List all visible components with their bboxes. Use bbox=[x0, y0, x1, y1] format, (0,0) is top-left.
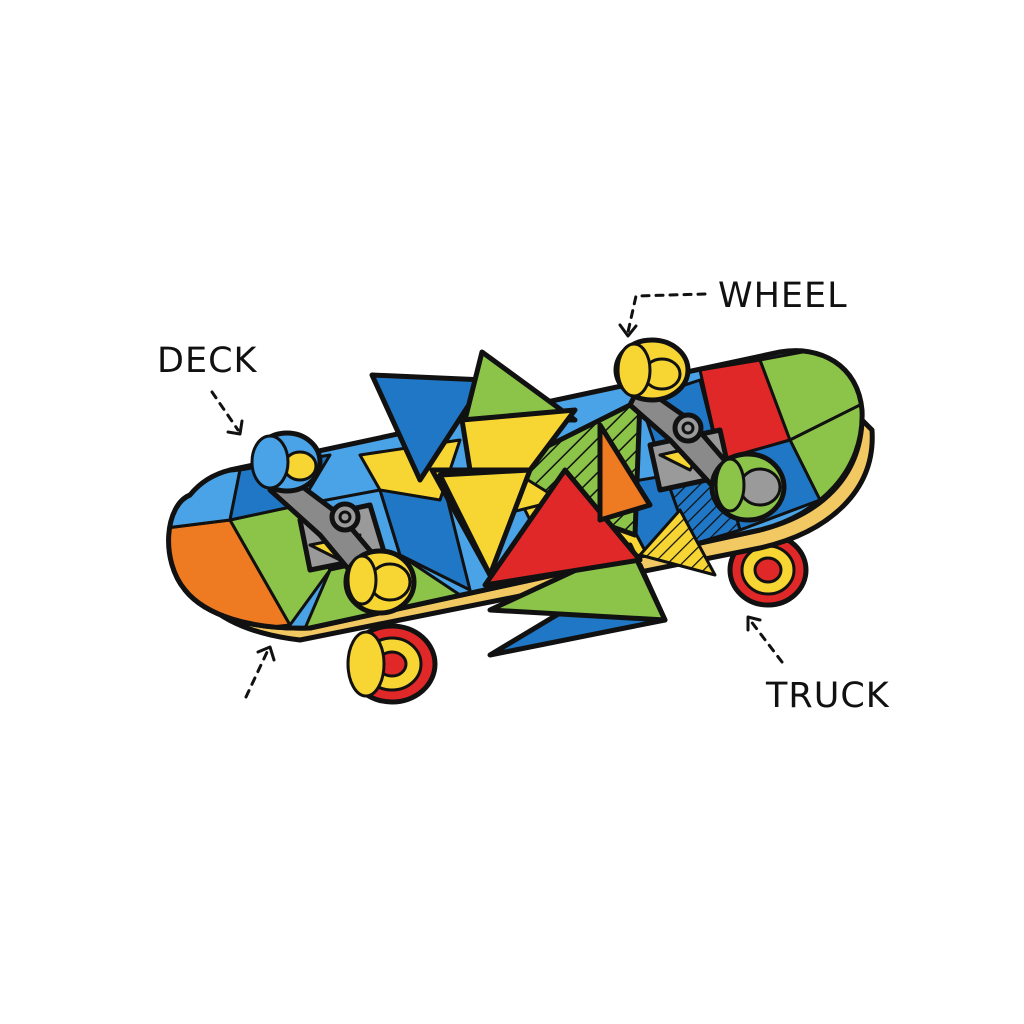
wheel-icon bbox=[613, 337, 691, 403]
geometric-shapes bbox=[369, 349, 717, 658]
label-wheel: WHEEL bbox=[618, 276, 848, 338]
unlabeled-pointer bbox=[244, 645, 276, 699]
wheel-icon bbox=[346, 623, 438, 705]
label-wheel-text: WHEEL bbox=[718, 276, 848, 316]
wheel-icon bbox=[727, 532, 809, 608]
wheel-icon bbox=[343, 548, 417, 616]
wheel-icon bbox=[250, 430, 323, 494]
label-truck: TRUCK bbox=[746, 615, 890, 716]
label-truck-text: TRUCK bbox=[765, 676, 890, 716]
wheel-icon bbox=[709, 451, 787, 523]
label-deck-text: DECK bbox=[157, 341, 258, 381]
label-deck: DECK bbox=[157, 341, 258, 436]
